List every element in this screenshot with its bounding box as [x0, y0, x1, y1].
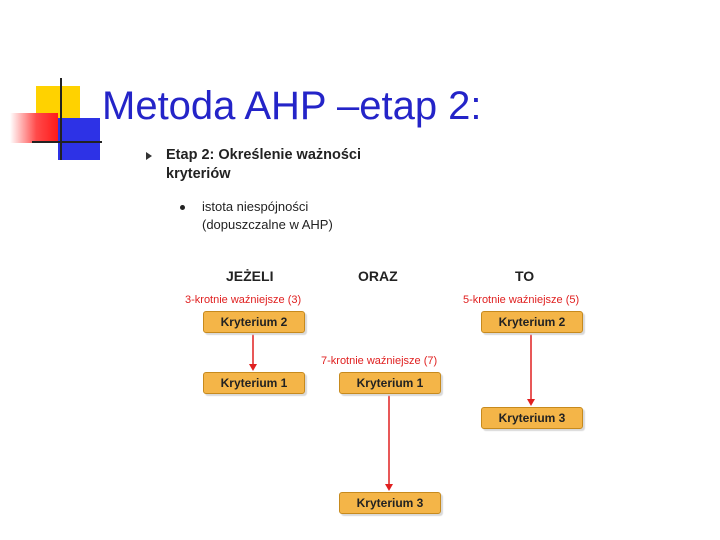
- bullet-etap-rest: : Określenie ważności: [209, 147, 362, 163]
- annotation-col2: 7-krotnie waźniejsze (7): [321, 355, 438, 367]
- arrow-head-col3: [527, 399, 535, 406]
- annotation-col3: 5-krotnie waźniejsze (5): [463, 294, 580, 306]
- box-col3-to: Kryterium 3: [481, 407, 583, 429]
- bullet-istota-text: istota niespójności (dopuszczalne w AHP): [202, 198, 400, 234]
- vertical-line: [60, 78, 62, 160]
- box-col1-from: Kryterium 2: [203, 311, 305, 333]
- box-col3-from: Kryterium 2: [481, 311, 583, 333]
- red-square: [10, 113, 58, 143]
- box-col2-to: Kryterium 3: [339, 492, 441, 514]
- bullet-etap-bold: Etap 2: [166, 147, 210, 163]
- header-oraz: ORAZ: [358, 268, 398, 284]
- bullet-istota-line2: (dopuszczalne w AHP): [202, 217, 333, 232]
- triangle-bullet-icon: [146, 152, 152, 160]
- slide-title: Metoda AHP –etap 2:: [102, 84, 482, 128]
- bullet-istota-line1: istota niespójności: [202, 199, 309, 214]
- bullet-etap-line2: kryteriów: [166, 166, 231, 182]
- bullet-etap-text: Etap 2: Określenie ważności kryteriów: [166, 146, 426, 184]
- bullet-etap: Etap 2: Określenie ważności kryteriów: [146, 146, 426, 184]
- arrow-head-col2: [385, 484, 393, 491]
- horizontal-line: [32, 141, 102, 143]
- blue-square: [58, 118, 100, 160]
- header-jezeli: JEŻELI: [226, 268, 274, 284]
- box-col1-to: Kryterium 1: [203, 372, 305, 394]
- header-to: TO: [515, 268, 535, 284]
- annotation-col1: 3-krotnie waźniejsze (3): [185, 294, 302, 306]
- bullet-istota: istota niespójności (dopuszczalne w AHP): [180, 198, 400, 234]
- box-col2-from: Kryterium 1: [339, 372, 441, 394]
- decorative-logo: [0, 0, 110, 170]
- arrow-head-col1: [249, 364, 257, 371]
- dot-bullet-icon: [180, 205, 185, 210]
